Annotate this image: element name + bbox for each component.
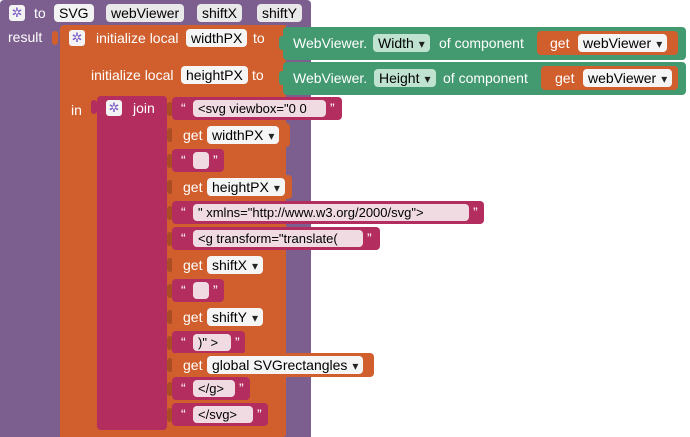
local-var-widthpx[interactable]: widthPX	[186, 29, 248, 47]
get-label: get	[183, 309, 203, 325]
procedure-to-label: to	[34, 5, 46, 21]
close-quote-icon: ”	[257, 406, 262, 422]
text-value-field[interactable]	[193, 282, 209, 299]
close-quote-icon: ”	[473, 204, 478, 220]
init-to-label-2: to	[252, 67, 264, 83]
get-label: get	[183, 179, 203, 195]
component-class-label: WebViewer.	[293, 35, 368, 51]
open-quote-icon: “	[181, 152, 186, 168]
procedure-name-field[interactable]: SVG	[54, 4, 94, 22]
param-shiftx[interactable]: shiftX	[197, 4, 243, 22]
value-socket-tab	[52, 31, 58, 45]
open-quote-icon: “	[181, 406, 186, 422]
init-local-label-2: initialize local	[91, 67, 174, 83]
socket-tab	[167, 358, 173, 372]
param-webviewer[interactable]: webViewer	[106, 4, 185, 22]
get-var-dropdown[interactable]: global SVGrectangles	[207, 356, 364, 374]
open-quote-icon: “	[181, 380, 186, 396]
result-label: result	[8, 29, 43, 45]
init-to-label: to	[253, 30, 265, 46]
get-var-dropdown[interactable]: webViewer	[578, 34, 668, 52]
get-var-dropdown[interactable]: webViewer	[583, 69, 673, 87]
local-var-heightpx[interactable]: heightPX	[181, 66, 248, 84]
text-value-field[interactable]: </g>	[193, 380, 235, 397]
open-quote-icon: “	[181, 204, 186, 220]
open-quote-icon: “	[181, 100, 186, 116]
socket-tab	[279, 71, 285, 85]
socket-tab	[279, 36, 285, 50]
get-label: get	[183, 257, 203, 273]
socket-tab	[167, 180, 173, 194]
get-label: get	[183, 357, 203, 373]
init-local-label: initialize local	[96, 30, 179, 46]
open-quote-icon: “	[181, 230, 186, 246]
socket-tab	[167, 128, 173, 142]
property-dropdown-width[interactable]: Width	[373, 34, 430, 52]
get-var-dropdown[interactable]: widthPX	[207, 126, 280, 144]
close-quote-icon: ”	[367, 230, 372, 246]
gear-icon[interactable]: ✲	[69, 30, 85, 46]
close-quote-icon: ”	[330, 100, 335, 116]
get-label: get	[183, 127, 203, 143]
socket-tab	[91, 100, 97, 114]
close-quote-icon: ”	[213, 152, 218, 168]
open-quote-icon: “	[181, 334, 186, 350]
socket-tab	[167, 206, 173, 220]
socket-tab	[167, 336, 173, 350]
socket-tab	[167, 154, 173, 168]
join-block[interactable]	[97, 96, 167, 430]
socket-tab	[167, 232, 173, 246]
of-component-label: of component	[439, 35, 524, 51]
open-quote-icon: “	[181, 282, 186, 298]
socket-tab	[167, 102, 173, 116]
close-quote-icon: ”	[213, 282, 218, 298]
get-label: get	[550, 35, 570, 51]
text-value-field[interactable]: <svg viewbox="0 0	[193, 100, 326, 117]
gear-icon[interactable]: ✲	[106, 100, 122, 116]
socket-tab	[167, 284, 173, 298]
get-var-dropdown[interactable]: shiftX	[207, 256, 264, 274]
get-var-dropdown[interactable]: heightPX	[207, 178, 285, 196]
text-value-field[interactable]: )" >	[193, 334, 231, 351]
socket-tab	[167, 258, 173, 272]
param-shifty[interactable]: shiftY	[257, 4, 303, 22]
text-value-field[interactable]: </svg>	[193, 406, 253, 423]
close-quote-icon: ”	[239, 380, 244, 396]
socket-tab	[167, 408, 173, 422]
gear-icon[interactable]: ✲	[9, 5, 25, 21]
property-dropdown-height[interactable]: Height	[374, 69, 436, 87]
text-value-field[interactable]	[193, 152, 209, 169]
of-component-label: of component	[443, 70, 528, 86]
socket-tab	[167, 382, 173, 396]
text-value-field[interactable]: " xmlns="http://www.w3.org/2000/svg">	[193, 204, 469, 221]
join-label: join	[133, 100, 155, 116]
in-label: in	[71, 102, 82, 118]
get-var-dropdown[interactable]: shiftY	[207, 308, 264, 326]
text-value-field[interactable]: <g transform="translate(	[193, 230, 363, 247]
close-quote-icon: ”	[235, 334, 240, 350]
get-label: get	[555, 70, 575, 86]
socket-tab	[167, 310, 173, 324]
component-class-label: WebViewer.	[293, 70, 368, 86]
